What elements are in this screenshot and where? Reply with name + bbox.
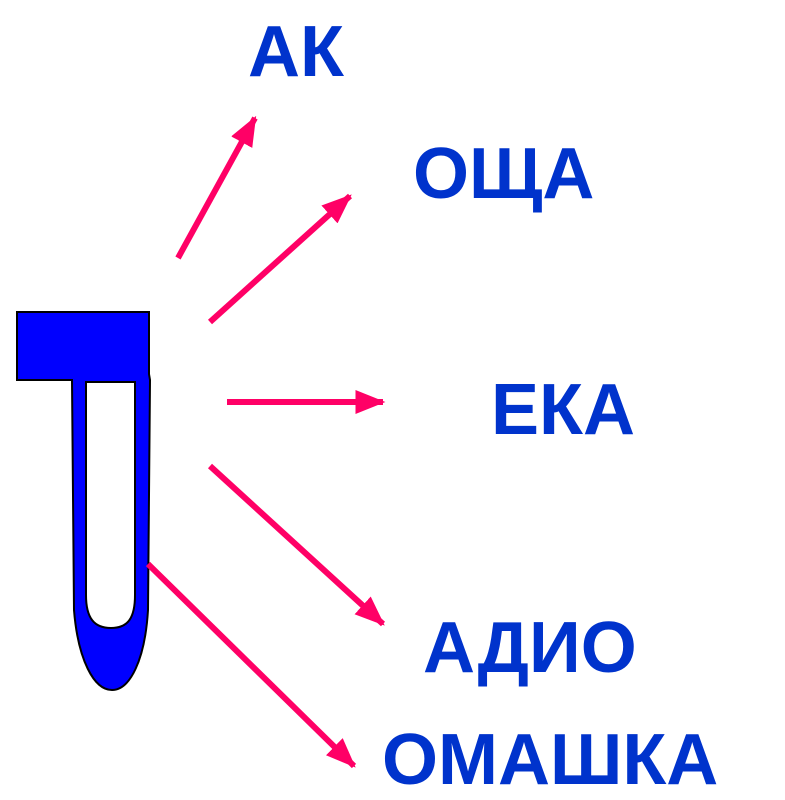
word-omashka: ОМАШКА <box>382 720 719 800</box>
arrow-to-omashka <box>145 561 357 769</box>
word-oshcha: ОЩА <box>413 134 595 214</box>
word-eka: ЕКА <box>491 370 635 450</box>
word-ak: АК <box>248 12 344 92</box>
arrows-group <box>145 115 386 769</box>
arrow-to-adio <box>207 463 386 627</box>
arrow-to-ak <box>175 115 258 260</box>
word-adio: АДИО <box>423 608 637 688</box>
letter-r-shape <box>16 311 152 692</box>
arrow-to-oshcha <box>207 193 353 325</box>
